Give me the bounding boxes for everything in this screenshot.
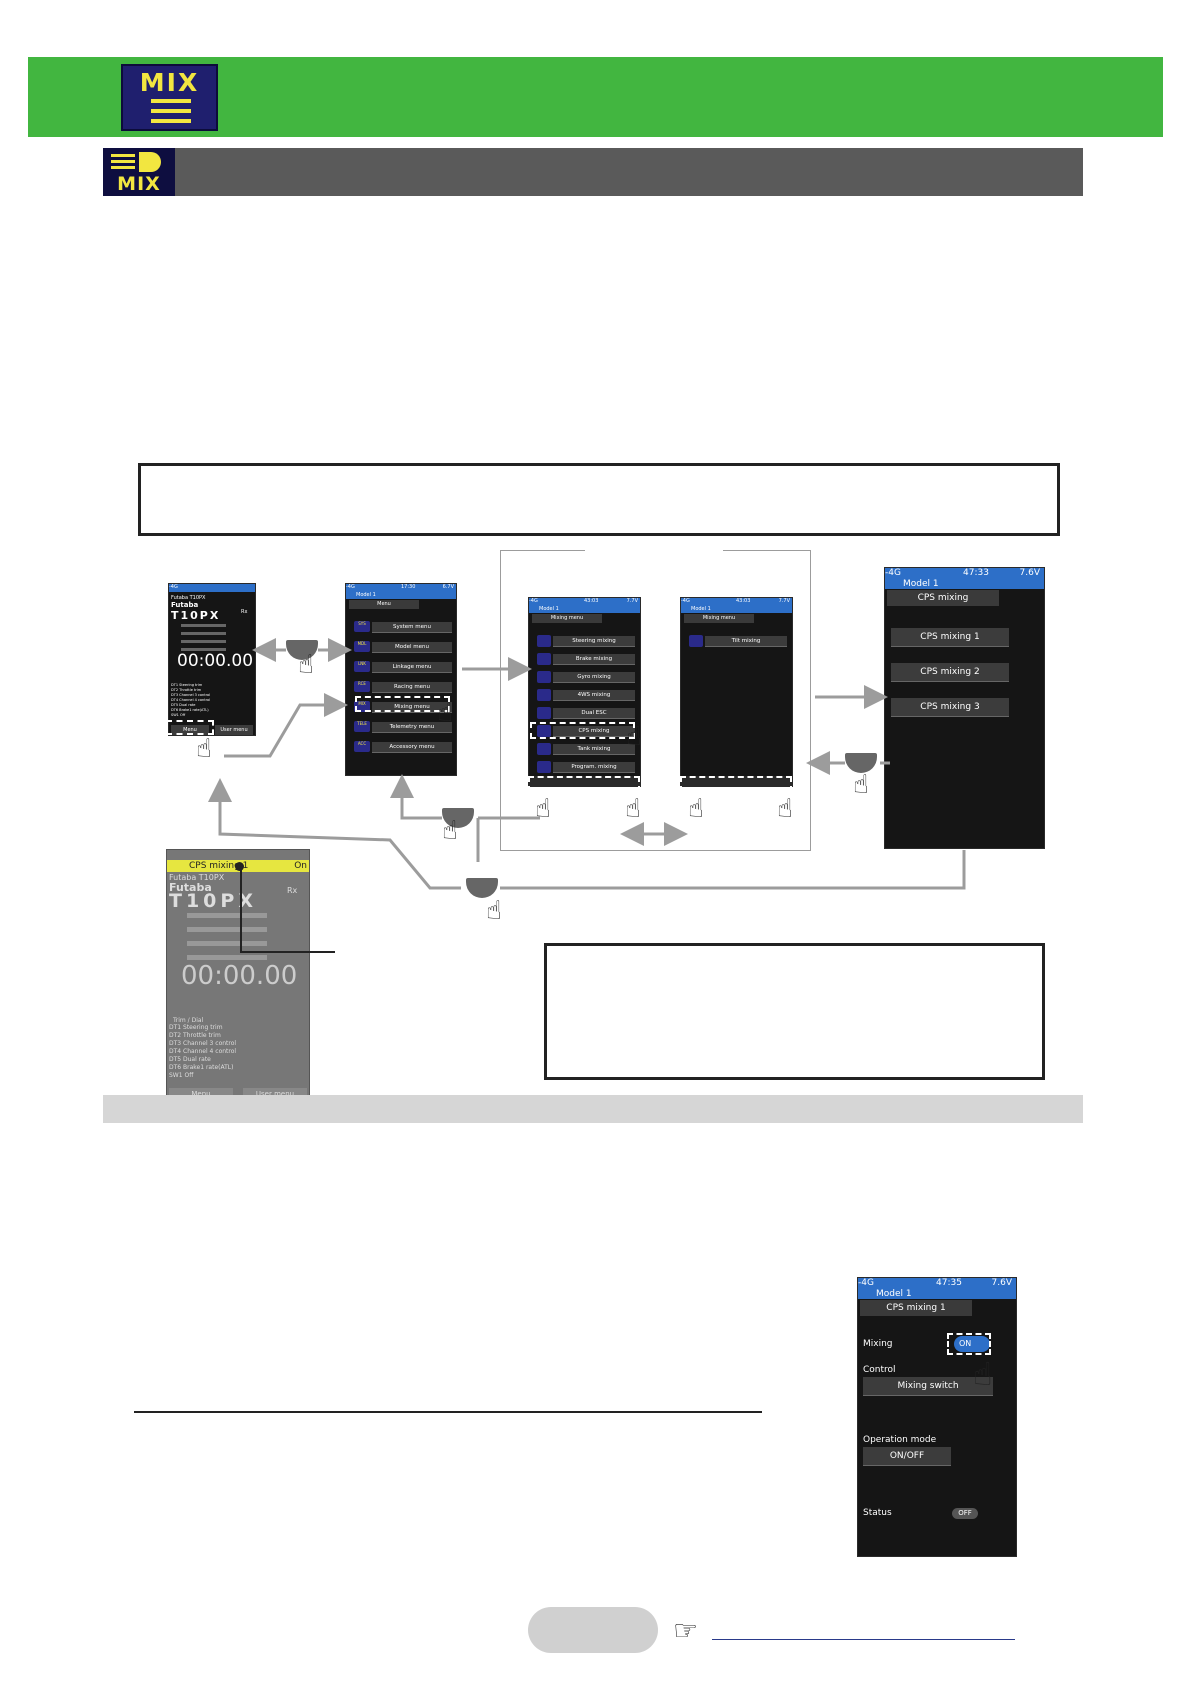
note-box <box>138 463 1060 536</box>
cps-mixing-screen: -4G 47:33 7.6V Model 1 CPS mixing CPS mi… <box>884 567 1045 849</box>
timer: 00:00.00 <box>177 651 254 671</box>
operation-mode-button[interactable]: ON/OFF <box>863 1447 951 1466</box>
system-menu-button[interactable]: System menu <box>372 622 452 633</box>
telemetry-menu-button[interactable]: Telemetry menu <box>372 722 452 733</box>
mixing-menu-page-1: -4G 43:03 7.7V Model 1 Mixing menu Steer… <box>528 597 641 787</box>
tap-hand-icon: ☝ <box>777 794 793 824</box>
return-key-icon[interactable] <box>845 753 877 773</box>
4ws-mixing-button[interactable]: 4WS mixing <box>553 690 635 701</box>
mixing-switch-button[interactable]: Mixing switch <box>863 1377 993 1396</box>
gyro-mixing-button[interactable]: Gyro mixing <box>553 672 635 683</box>
pointing-hand-icon: ☞ <box>673 1614 699 1647</box>
cps-mixing-2-button[interactable]: CPS mixing 2 <box>891 663 1009 682</box>
cps-mixing-1-button[interactable]: CPS mixing 1 <box>891 628 1009 647</box>
mixing-menu-highlight <box>355 696 450 712</box>
steering-mixing-button[interactable]: Steering mixing <box>553 636 635 647</box>
tap-hand-icon: ☝ <box>688 794 704 824</box>
user-menu-button[interactable]: User menu <box>215 725 253 735</box>
linkage-menu-button[interactable]: Linkage menu <box>372 662 452 673</box>
menu-button[interactable]: Menu <box>171 725 209 735</box>
tap-hand-icon: ☝ <box>535 794 551 824</box>
brake-mixing-button[interactable]: Brake mixing <box>553 654 635 665</box>
tap-hand-icon: ☝ <box>853 770 869 800</box>
reference-link-underline[interactable] <box>712 1639 1015 1640</box>
tank-mixing-button[interactable]: Tank mixing <box>553 744 635 755</box>
mix-section-icon: MIX <box>103 148 175 196</box>
rotary-key-icon[interactable] <box>286 640 318 660</box>
tap-hand-icon: ☝ <box>625 794 641 824</box>
tap-hand-icon: ☝ <box>973 1355 993 1393</box>
cps-mixing-button[interactable]: CPS mixing <box>553 726 635 737</box>
mixing-menu-button[interactable]: Mixing menu <box>372 702 452 713</box>
program-mixing-button[interactable]: Program. mixing <box>553 762 635 773</box>
mixing-toggle[interactable]: ON <box>954 1336 990 1352</box>
tap-hand-icon: ☝ <box>437 698 453 728</box>
status-indicator: OFF <box>952 1508 978 1519</box>
page-number-pill <box>528 1607 658 1653</box>
cps-mixing-highlight <box>530 722 635 739</box>
page1-nav-highlight <box>528 776 640 792</box>
cps-mixing-1-screen: -4G 47:35 7.6V Model 1 CPS mixing 1 Mixi… <box>857 1277 1017 1557</box>
tap-hand-icon: ☝ <box>442 816 458 846</box>
tap-hand-icon: ☝ <box>298 650 314 680</box>
subsection-bar <box>103 1095 1083 1123</box>
home-screen: -4G Futaba T10PX Futaba T10PX Rx 00:00.0… <box>168 583 256 736</box>
mix-logo: MIX <box>121 64 218 131</box>
page2-nav-highlight <box>680 776 792 792</box>
tap-hand-icon: ☝ <box>626 722 642 752</box>
cps-mixing-3-button[interactable]: CPS mixing 3 <box>891 698 1009 717</box>
home-key-icon[interactable] <box>466 878 498 898</box>
model-menu-button[interactable]: Model menu <box>372 642 452 653</box>
tap-hand-icon: ☝ <box>486 896 502 926</box>
tilt-mixing-button[interactable]: Tilt mixing <box>705 636 787 647</box>
mixing-toggle-highlight <box>947 1333 991 1355</box>
accessory-menu-button[interactable]: Accessory menu <box>372 742 452 753</box>
racing-menu-button[interactable]: Racing menu <box>372 682 452 693</box>
mixing-menu-page-2: -4G 43:03 7.7V Model 1 Mixing menu Tilt … <box>680 597 793 787</box>
note-box-2 <box>544 943 1045 1080</box>
menu-tap-highlight <box>166 720 214 735</box>
section-title-bar <box>103 148 1083 196</box>
tap-hand-icon: ☝ <box>196 734 212 764</box>
return-key-icon[interactable] <box>442 808 474 828</box>
menu-screen: -4G 17:30 6.7V Model 1 Menu SYS System m… <box>345 583 457 776</box>
dual-esc-button[interactable]: Dual ESC <box>553 708 635 719</box>
